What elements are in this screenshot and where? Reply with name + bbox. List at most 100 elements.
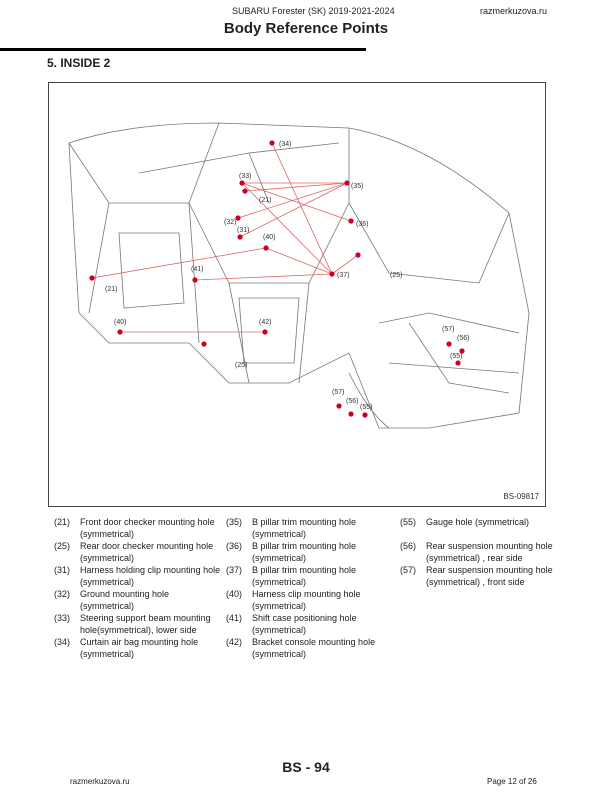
- legend-text: B pillar trim mounting hole (symmetrical…: [252, 541, 357, 563]
- legend-text: Curtain air bag mounting hole (symmetric…: [80, 637, 199, 659]
- callout-label: (57): [332, 389, 344, 396]
- callout-label: (40): [114, 319, 126, 326]
- reference-point: [348, 411, 354, 417]
- figure-code: BS-09817: [503, 492, 539, 502]
- callout-label: (25): [235, 362, 247, 369]
- legend-text: Rear suspension mounting hole (symmetric…: [426, 565, 553, 587]
- page-count: Page 12 of 26: [487, 777, 537, 786]
- legend-item: (32) Ground mounting hole (symmetrical): [54, 589, 222, 612]
- measurement-line: [239, 182, 348, 238]
- callout-label: (37): [337, 272, 349, 279]
- legend-text: Steering support beam mounting hole(symm…: [80, 613, 211, 635]
- legend-number: (37): [226, 565, 243, 575]
- legend-item: (33) Steering support beam mounting hole(…: [54, 613, 222, 636]
- page-number: BS - 94: [282, 759, 330, 775]
- legend-text: Harness holding clip mounting hole (symm…: [80, 565, 221, 587]
- callout-label: (33): [239, 173, 251, 180]
- legend-text: B pillar trim mounting hole (symmetrical…: [252, 517, 357, 539]
- legend-text: Ground mounting hole (symmetrical): [80, 589, 170, 611]
- callout-labels: (34) (33) (35) (21) (32)(31) (40) (36) (37) (25)…: [105, 141, 469, 411]
- legend-number: (55): [400, 517, 417, 527]
- measurement-line: [244, 182, 348, 192]
- measurement-line: [241, 182, 352, 222]
- legend-number: (42): [226, 637, 243, 647]
- reference-point: [348, 218, 354, 224]
- footer-site: razmerkuzova.ru: [70, 777, 130, 786]
- callout-label: (55): [360, 404, 372, 411]
- legend-number: (21): [54, 517, 71, 527]
- legend-text: Bracket console mounting hole (symmetric…: [252, 637, 376, 659]
- legend-item: (25) Rear door checker mounting hole (sym…: [54, 541, 222, 564]
- reference-point: [269, 140, 275, 146]
- legend-item: (35) B pillar trim mounting hole (symmetr…: [226, 517, 394, 540]
- legend-text: Gauge hole (symmetrical): [426, 517, 530, 527]
- body-diagram: (34) (33) (35) (21) (32)(31) (40) (36) (37) (25)…: [48, 82, 546, 507]
- legend-text: Rear suspension mounting hole (symmetric…: [426, 541, 553, 563]
- reference-point: [344, 180, 350, 186]
- reference-point: [455, 360, 461, 366]
- legend-number: (31): [54, 565, 71, 575]
- callout-label: (34): [279, 141, 291, 148]
- legend-text: Rear door checker mounting hole (symmetr…: [80, 541, 214, 563]
- measurement-line: [241, 182, 333, 275]
- callout-label: (21): [105, 286, 117, 293]
- legend-number: (35): [226, 517, 243, 527]
- reference-point: [459, 348, 465, 354]
- legend-item: (42) Bracket console mounting hole (symme…: [226, 637, 394, 660]
- reference-point: [263, 245, 269, 251]
- reference-point: [329, 271, 335, 277]
- reference-point: [201, 341, 207, 347]
- measurement-line: [331, 254, 359, 275]
- callout-label: (36): [356, 221, 368, 228]
- callout-label: (56): [346, 398, 358, 405]
- legend-item: (31) Harness holding clip mounting hole (…: [54, 565, 222, 588]
- legend-item: (37)B pillar trim mounting hole (symmetr…: [226, 565, 394, 588]
- page-title: Body Reference Points: [223, 20, 389, 37]
- callout-label: (32): [224, 219, 236, 226]
- site-header: razmerkuzova.ru: [480, 6, 548, 16]
- legend-text: Harness clip mounting hole (symmetrical): [252, 589, 361, 611]
- measurement-line: [265, 247, 333, 275]
- callout-label: (31): [237, 227, 249, 234]
- callout-label: (25): [390, 272, 402, 279]
- reference-point: [237, 234, 243, 240]
- reference-points: [89, 140, 465, 418]
- measurement-line: [271, 142, 333, 275]
- reference-point: [192, 277, 198, 283]
- reference-point: [117, 329, 123, 335]
- reference-point: [355, 252, 361, 258]
- legend-number: (33): [54, 613, 71, 623]
- legend-item: (57) Rear suspension mounting hole (symme…: [400, 565, 568, 588]
- section-heading: 5. INSIDE 2: [47, 56, 111, 70]
- measurement-lines: [91, 142, 359, 333]
- legend-item: (56) Rear suspension mounting hole (symme…: [400, 541, 568, 564]
- callout-label: (56): [457, 335, 469, 342]
- legend-number: (57): [400, 565, 417, 575]
- callout-label: (55): [450, 353, 462, 360]
- measurement-line: [91, 247, 267, 279]
- reference-point: [262, 329, 268, 335]
- car-body-drawing: (34) (33) (35) (21) (32)(31) (40) (36) (37) (25)…: [68, 122, 530, 429]
- legend-item: (40)Harness clip mounting hole (symmetri…: [226, 589, 394, 612]
- legend-item: (41) Shift case positioning hole (symmetr…: [226, 613, 394, 636]
- legend-text: Shift case positioning hole (symmetrical…: [252, 613, 357, 635]
- legend-number: (32): [54, 589, 71, 599]
- reference-point: [362, 412, 368, 418]
- callout-label: (57): [442, 326, 454, 333]
- legend-item: (34)Curtain air bag mounting hole (symme…: [54, 637, 222, 660]
- legend-item: (36) B pillar trim mounting hole (symmetr…: [226, 541, 394, 564]
- callout-label: (41): [191, 266, 203, 273]
- reference-point: [336, 403, 342, 409]
- legend-number: (56): [400, 541, 417, 551]
- legend-item: (21)Front door checker mounting hole (sy…: [54, 517, 222, 540]
- reference-point: [235, 215, 241, 221]
- callout-label: (42): [259, 319, 271, 326]
- legend-number: (41): [226, 613, 243, 623]
- legend-number: (25): [54, 541, 71, 551]
- callout-label: (35): [351, 183, 363, 190]
- reference-point: [446, 341, 452, 347]
- legend-number: (36): [226, 541, 243, 551]
- callout-label: (40): [263, 234, 275, 241]
- legend-item: (55) Gauge hole (symmetrical): [400, 517, 568, 529]
- reference-point: [89, 275, 95, 281]
